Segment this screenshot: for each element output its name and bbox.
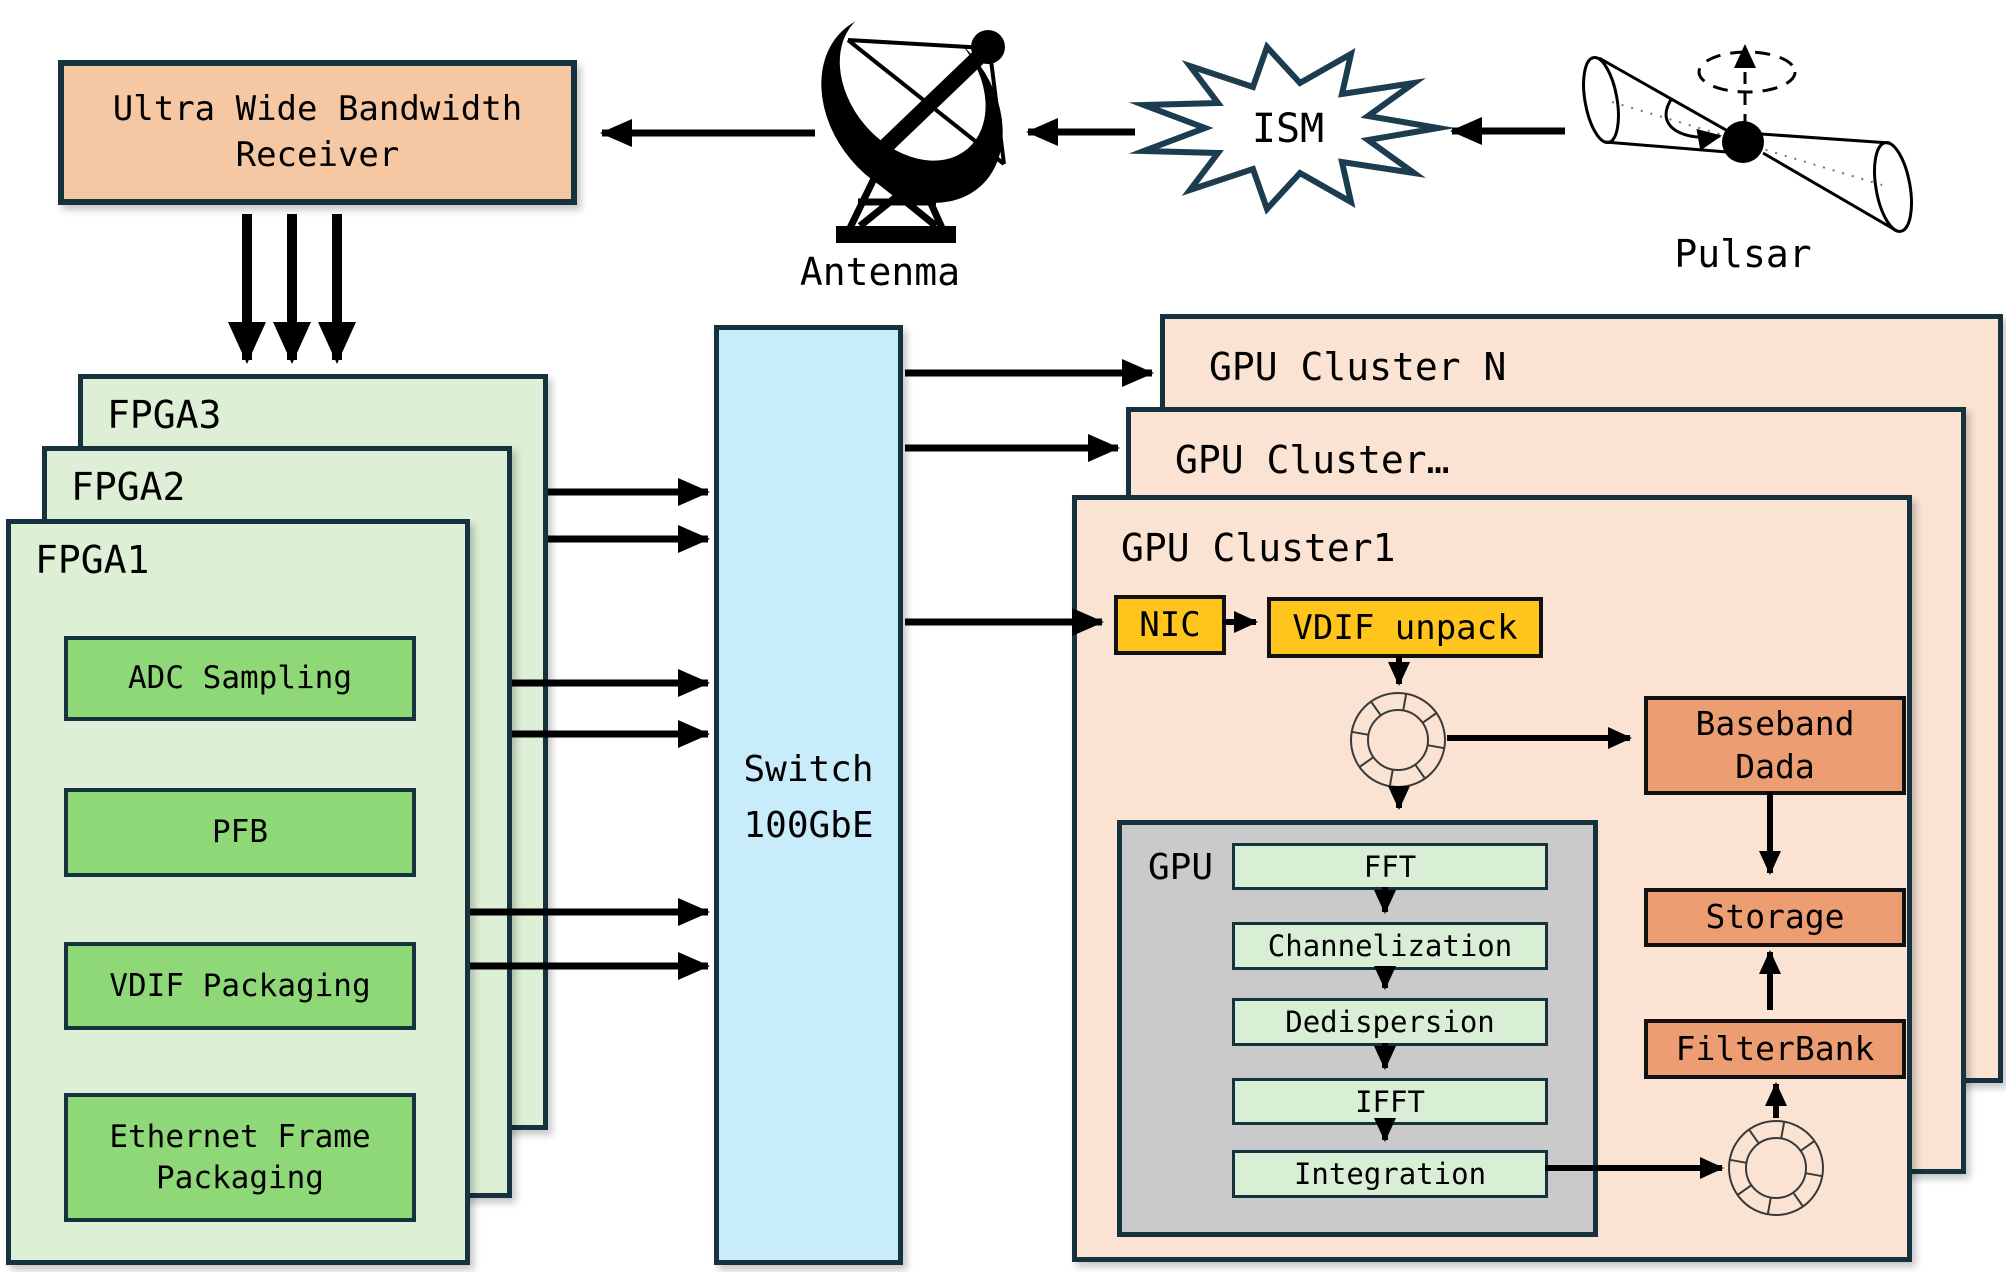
dedispersion-label: Dedispersion <box>1285 1005 1495 1039</box>
gpu-cluster-dots-label: GPU Cluster… <box>1175 438 1450 482</box>
switch-label: Switch 100GbE <box>743 749 874 846</box>
filterbank-label: FilterBank <box>1675 1028 1875 1068</box>
baseband-dada-box: Baseband Dada <box>1644 696 1906 795</box>
integration-box: Integration <box>1232 1150 1548 1198</box>
switch-box: Switch 100GbE <box>714 325 903 1265</box>
fpga1-box: FPGA1 ADC Sampling PFB VDIF Packaging Et… <box>6 519 470 1265</box>
adc-sampling-label: ADC Sampling <box>128 660 352 697</box>
channelization-box: Channelization <box>1232 922 1548 970</box>
gpu-cluster-n-label: GPU Cluster N <box>1209 345 1507 389</box>
vdif-packaging-label: VDIF Packaging <box>109 967 371 1004</box>
gpu-cluster-1-box: GPU Cluster1 NIC VDIF unpack GPU FFT Cha… <box>1072 495 1912 1262</box>
ethernet-frame-label: Ethernet Frame Packaging <box>109 1119 371 1196</box>
ethernet-frame-box: Ethernet Frame Packaging <box>64 1093 416 1222</box>
baseband-dada-label: Baseband Dada <box>1695 703 1855 786</box>
pulsar-icon <box>1582 44 1913 233</box>
vdif-unpack-box: VDIF unpack <box>1267 597 1543 658</box>
pulsar-label: Pulsar <box>1674 232 1812 276</box>
dedispersion-box: Dedispersion <box>1232 998 1548 1046</box>
ifft-box: IFFT <box>1232 1078 1548 1125</box>
uwb-receiver-box: Ultra Wide Bandwidth Receiver <box>58 60 577 205</box>
fft-box: FFT <box>1232 843 1548 890</box>
vdif-unpack-label: VDIF unpack <box>1292 607 1518 648</box>
pfb-box: PFB <box>64 788 416 877</box>
fft-label: FFT <box>1363 849 1417 884</box>
integration-label: Integration <box>1293 1157 1487 1191</box>
filterbank-box: FilterBank <box>1644 1019 1906 1079</box>
nic-label: NIC <box>1139 605 1201 645</box>
storage-box: Storage <box>1644 888 1906 947</box>
nic-box: NIC <box>1114 595 1226 655</box>
gpu-cluster-1-label: GPU Cluster1 <box>1121 526 1396 570</box>
antenna-icon <box>821 7 1006 243</box>
fpga2-label: FPGA2 <box>71 465 186 509</box>
vdif-packaging-box: VDIF Packaging <box>64 942 416 1030</box>
adc-sampling-box: ADC Sampling <box>64 636 416 721</box>
fpga1-label: FPGA1 <box>35 538 150 582</box>
gpu-box-label: GPU <box>1148 847 1214 888</box>
ifft-label: IFFT <box>1355 1084 1425 1119</box>
antenna-label: Antenma <box>799 250 961 294</box>
uwb-receiver-label: Ultra Wide Bandwidth Receiver <box>112 88 523 175</box>
pfb-label: PFB <box>212 814 268 851</box>
fpga3-label: FPGA3 <box>107 393 222 437</box>
channelization-label: Channelization <box>1267 929 1513 963</box>
storage-label: Storage <box>1705 897 1845 937</box>
ism-label: ISM <box>1251 106 1325 152</box>
